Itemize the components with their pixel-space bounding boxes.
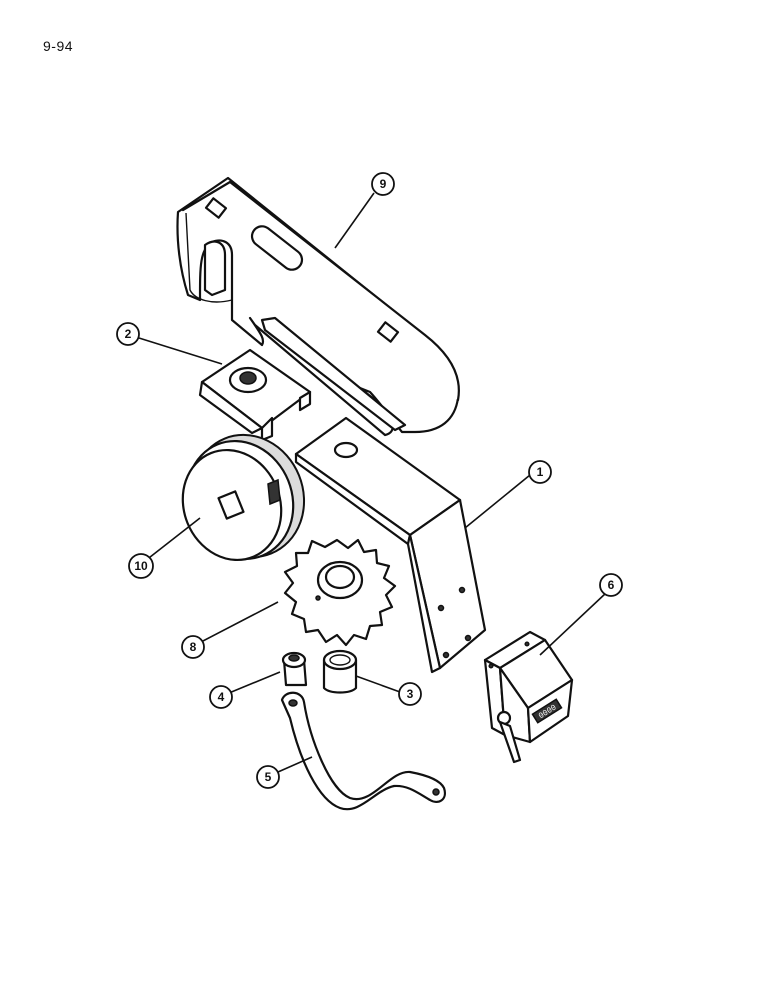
callout-10: 10 <box>128 553 154 579</box>
mounting-bracket <box>176 176 460 437</box>
callout-label: 10 <box>134 559 148 573</box>
callout-label: 8 <box>190 640 197 654</box>
bushing <box>322 649 358 694</box>
callout-5: 5 <box>256 765 280 789</box>
callout-label: 9 <box>380 177 387 191</box>
callout-1: 1 <box>528 460 552 484</box>
callout-6: 6 <box>599 573 623 597</box>
stud <box>281 651 308 687</box>
callout-label: 4 <box>218 690 225 704</box>
counter: 0000 <box>483 630 574 764</box>
callout-9: 9 <box>371 172 395 196</box>
sprocket <box>283 538 397 647</box>
page-number: 9-94 <box>43 38 74 54</box>
callout-label: 5 <box>265 770 272 784</box>
pulley <box>181 433 306 562</box>
strap <box>280 691 446 811</box>
callout-label: 6 <box>608 578 615 592</box>
callout-3: 3 <box>398 682 422 706</box>
callout-label: 1 <box>537 465 544 479</box>
nut-plate <box>198 348 312 442</box>
callout-2: 2 <box>116 322 140 346</box>
callout-label: 3 <box>407 687 414 701</box>
leader-lines <box>138 192 607 773</box>
callout-label: 2 <box>125 327 132 341</box>
callout-4: 4 <box>209 685 233 709</box>
support-bracket <box>294 416 487 674</box>
callout-8: 8 <box>181 635 205 659</box>
